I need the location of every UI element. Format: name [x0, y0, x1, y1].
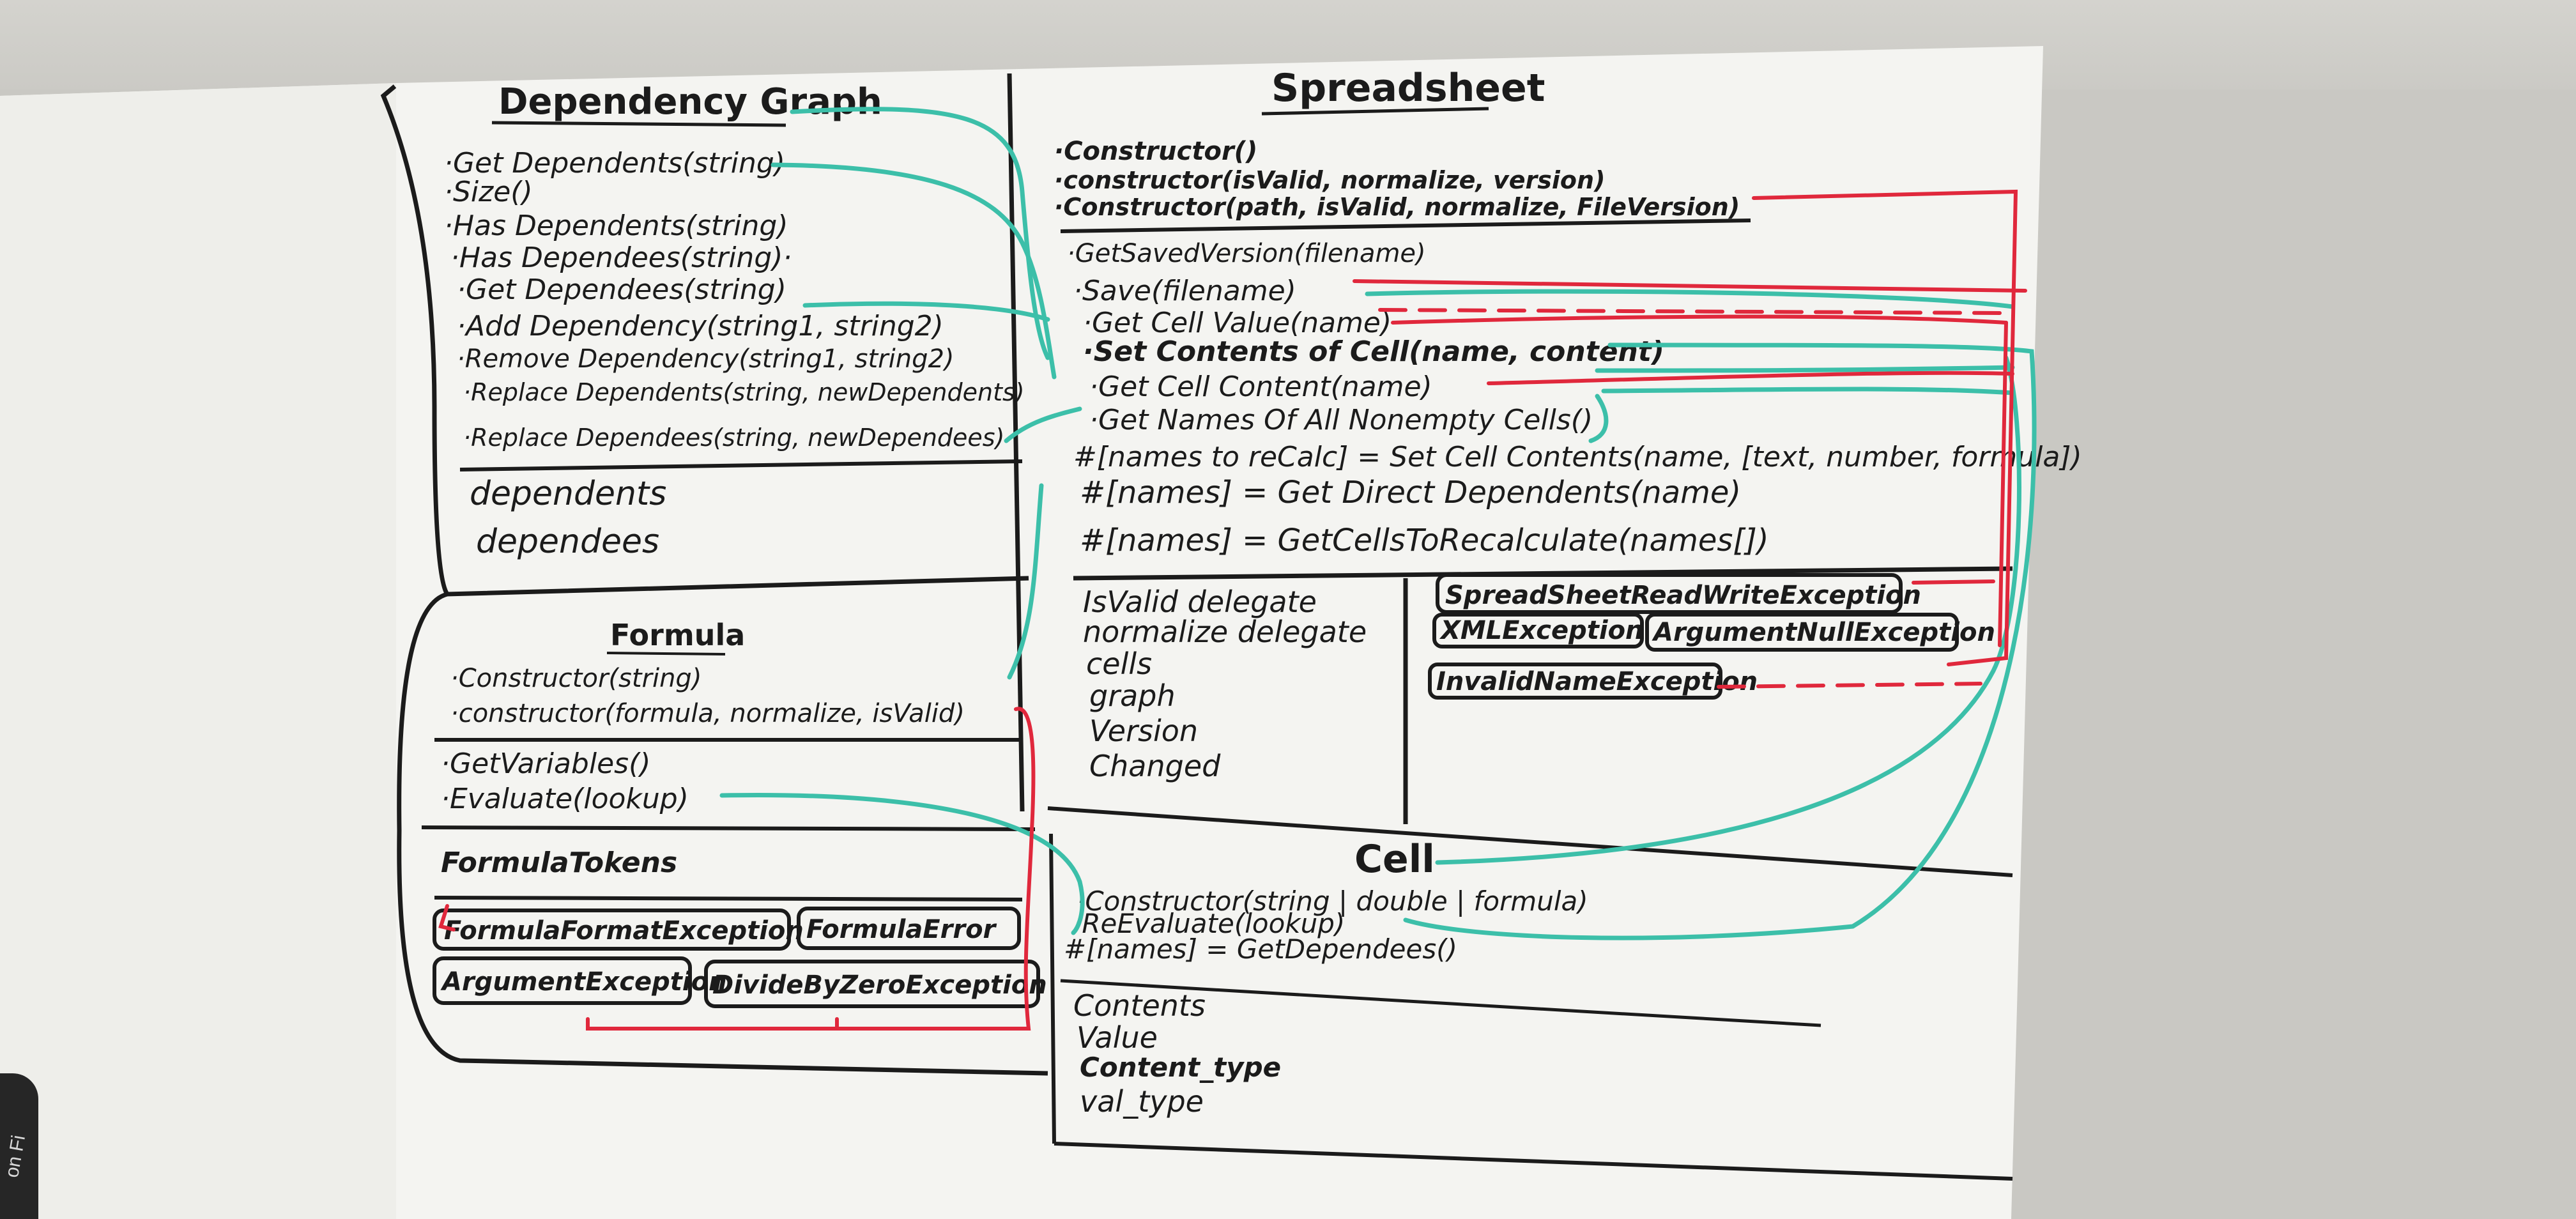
- field-val-type: val_type: [1080, 1084, 1204, 1119]
- field-graph: graph: [1089, 678, 1176, 713]
- dark-object-corner: [0, 1073, 38, 1219]
- method-size: ·Size(): [444, 176, 533, 208]
- method-get-saved-version: ·GetSavedVersion(filename): [1067, 239, 1426, 268]
- formula-class: Formula ·Constructor(string) ·constructo…: [397, 592, 1048, 1076]
- method-add-dependency: ·Add Dependency(string1, string2): [457, 310, 944, 342]
- formula-constructor-string: ·Constructor(string): [450, 664, 702, 693]
- field-changed: Changed: [1089, 749, 1221, 783]
- exception-argument-null: ArgumentNullException: [1652, 618, 1995, 647]
- method-has-dependees: ·Has Dependees(string)·: [450, 241, 792, 274]
- spreadsheet-class: Spreadsheet ·Constructor() ·constructor(…: [1047, 66, 2082, 877]
- field-normalize-delegate: normalize delegate: [1083, 615, 1367, 649]
- cell-class: Cell ·Constructor(string | double | form…: [1049, 833, 2013, 1181]
- method-replace-dependents: ·Replace Dependents(string, newDependent…: [463, 378, 1025, 406]
- field-formula-tokens: FormulaTokens: [441, 847, 677, 879]
- formula-border: [397, 592, 1048, 1076]
- exception-spreadsheet-read-write: SpreadSheetReadWriteException: [1445, 581, 1921, 610]
- field-content-type: Content_type: [1080, 1052, 1281, 1083]
- spreadsheet-title: Spreadsheet: [1271, 66, 1545, 111]
- whiteboard-surface: [0, 46, 2043, 1219]
- method-get-cell-value: ·Get Cell Value(name): [1083, 307, 1392, 339]
- dependency-graph-border: [380, 84, 1029, 597]
- field-contents: Contents: [1073, 988, 1206, 1023]
- method-set-contents-of-cell: ·Set Contents of Cell(name, content): [1083, 335, 1664, 368]
- field-dependents: dependents: [470, 475, 666, 513]
- field-isvalid-delegate: IsValid delegate: [1083, 585, 1317, 619]
- method-remove-dependency: ·Remove Dependency(string1, string2): [457, 344, 954, 374]
- method-get-cells-to-recalculate: #[names] = GetCellsToRecalculate(names[]…: [1080, 523, 1769, 558]
- method-replace-dependees: ·Replace Dependees(string, newDependees): [463, 424, 1004, 452]
- field-cells: cells: [1086, 647, 1152, 681]
- spreadsheet-constructor-delegates: ·constructor(isValid, normalize, version…: [1054, 166, 1605, 194]
- method-get-direct-dependents: #[names] = Get Direct Dependents(name): [1080, 475, 1741, 510]
- method-has-dependents: ·Has Dependents(string): [444, 210, 788, 242]
- exception-invalid-name: InvalidNameException: [1436, 667, 1758, 696]
- method-evaluate: ·Evaluate(lookup): [441, 783, 689, 815]
- method-get-dependents: ·Get Dependents(string): [444, 147, 785, 180]
- method-reevaluate: ·ReEvaluate(lookup): [1073, 908, 1345, 939]
- spreadsheet-constructor-path: ·Constructor(path, isValid, normalize, F…: [1054, 193, 1740, 221]
- method-get-variables: ·GetVariables(): [441, 747, 650, 780]
- exception-formula-error: FormulaError: [806, 915, 997, 944]
- method-get-dependees: ·Get Dependees(string): [457, 273, 786, 306]
- field-version: Version: [1089, 714, 1198, 748]
- exception-divide-by-zero: DivideByZeroException: [712, 970, 1047, 1000]
- whiteboard-left-section: [0, 83, 396, 1219]
- dependency-graph-class: Dependency Graph ·Get Dependents(string)…: [380, 73, 1029, 812]
- cell-constructor: ·Constructor(string | double | formula): [1077, 885, 1588, 917]
- method-get-dependees: #[names] = GetDependees(): [1064, 933, 1457, 965]
- method-set-cell-contents: #[names to reCalc] = Set Cell Contents(n…: [1073, 441, 2082, 473]
- field-value: Value: [1077, 1020, 1158, 1055]
- method-save: ·Save(filename): [1073, 275, 1296, 307]
- spreadsheet-constructor-default: ·Constructor(): [1054, 137, 1257, 166]
- dependency-graph-title: Dependency Graph: [498, 81, 882, 123]
- exception-argument: ArgumentException: [440, 967, 727, 997]
- cell-title: Cell: [1354, 837, 1435, 882]
- exception-xml: XMLException: [1439, 616, 1644, 645]
- formula-constructor-full: ·constructor(formula, normalize, isValid…: [450, 699, 965, 728]
- dependency-graph-right-border: [1007, 73, 1025, 812]
- teal-arrows: [719, 107, 2037, 940]
- red-arrows: [438, 189, 2027, 1031]
- method-get-cell-content: ·Get Cell Content(name): [1089, 371, 1432, 403]
- method-get-names-nonempty: ·Get Names Of All Nonempty Cells(): [1089, 404, 1593, 436]
- field-dependees: dependees: [476, 523, 659, 561]
- exception-formula-format: FormulaFormatException: [444, 916, 804, 946]
- formula-title: Formula: [610, 618, 745, 652]
